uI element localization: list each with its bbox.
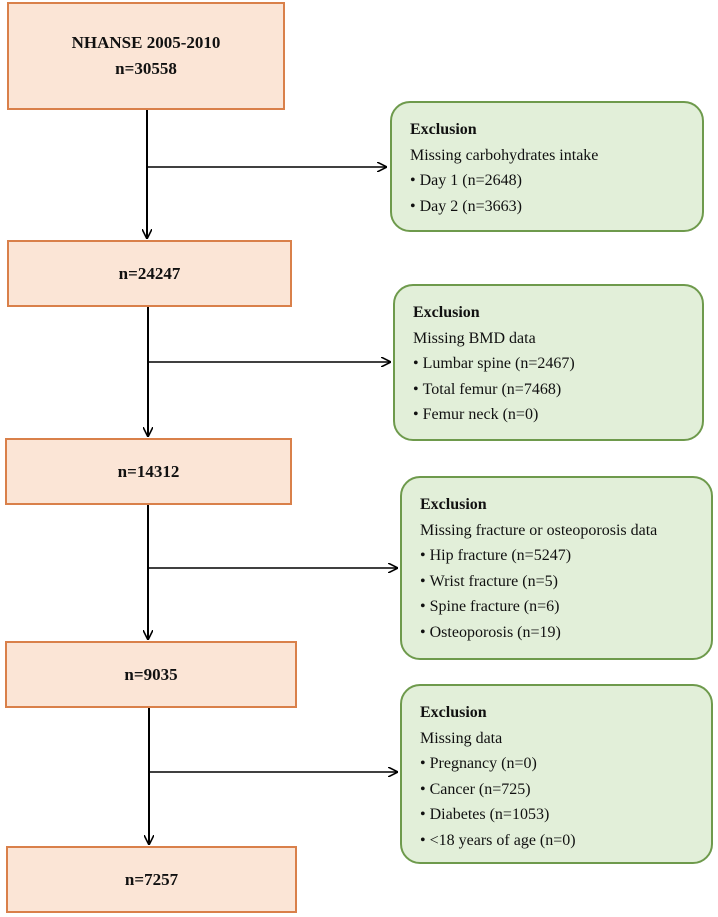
exclusion-list: Day 1 (n=2648) Day 2 (n=3663) — [410, 168, 686, 219]
exclusion-item: Lumbar spine (n=2467) — [413, 351, 686, 377]
exclusion-box-3: Exclusion Missing fracture or osteoporos… — [400, 476, 713, 660]
stage-count: n=9035 — [124, 664, 178, 684]
exclusion-item: Total femur (n=7468) — [413, 377, 686, 403]
exclusion-item: Wrist fracture (n=5) — [420, 569, 695, 595]
exclusion-title: Exclusion — [413, 304, 480, 321]
exclusion-item: Femur neck (n=0) — [413, 402, 686, 428]
exclusion-item: Day 2 (n=3663) — [410, 194, 686, 220]
exclusion-item: Pregnancy (n=0) — [420, 751, 695, 777]
stage-box-4: n=9035 — [5, 641, 297, 708]
exclusion-box-2: Exclusion Missing BMD data Lumbar spine … — [393, 284, 704, 441]
stage-box-initial: NHANSE 2005-2010 n=30558 — [7, 2, 285, 110]
exclusion-item: Cancer (n=725) — [420, 777, 695, 803]
exclusion-box-4: Exclusion Missing data Pregnancy (n=0) C… — [400, 684, 713, 864]
exclusion-subtitle: Missing carbohydrates intake — [410, 146, 599, 164]
exclusion-item: Osteoporosis (n=19) — [420, 620, 695, 646]
exclusion-subtitle: Missing data — [420, 729, 503, 747]
stage-box-2: n=24247 — [7, 240, 292, 307]
exclusion-list: Pregnancy (n=0) Cancer (n=725) Diabetes … — [420, 751, 695, 853]
exclusion-subtitle: Missing fracture or osteoporosis data — [420, 521, 658, 539]
stage-label: NHANSE 2005-2010 — [71, 33, 221, 52]
stage-count: n=30558 — [115, 59, 177, 78]
exclusion-item: Day 1 (n=2648) — [410, 168, 686, 194]
exclusion-list: Hip fracture (n=5247) Wrist fracture (n=… — [420, 543, 695, 645]
stage-box-final: n=7257 — [6, 846, 297, 913]
stage-box-3: n=14312 — [5, 438, 292, 505]
stage-count: n=7257 — [124, 869, 179, 889]
exclusion-title: Exclusion — [420, 704, 487, 721]
stage-count: n=24247 — [118, 263, 181, 283]
stage-count: n=14312 — [117, 461, 180, 481]
exclusion-box-1: Exclusion Missing carbohydrates intake D… — [390, 101, 704, 232]
exclusion-title: Exclusion — [420, 496, 487, 513]
exclusion-title: Exclusion — [410, 121, 477, 138]
exclusion-list: Lumbar spine (n=2467) Total femur (n=746… — [413, 351, 686, 428]
exclusion-item: Hip fracture (n=5247) — [420, 543, 695, 569]
exclusion-subtitle: Missing BMD data — [413, 329, 536, 347]
exclusion-item: Diabetes (n=1053) — [420, 802, 695, 828]
exclusion-item: <18 years of age (n=0) — [420, 828, 695, 854]
exclusion-item: Spine fracture (n=6) — [420, 594, 695, 620]
